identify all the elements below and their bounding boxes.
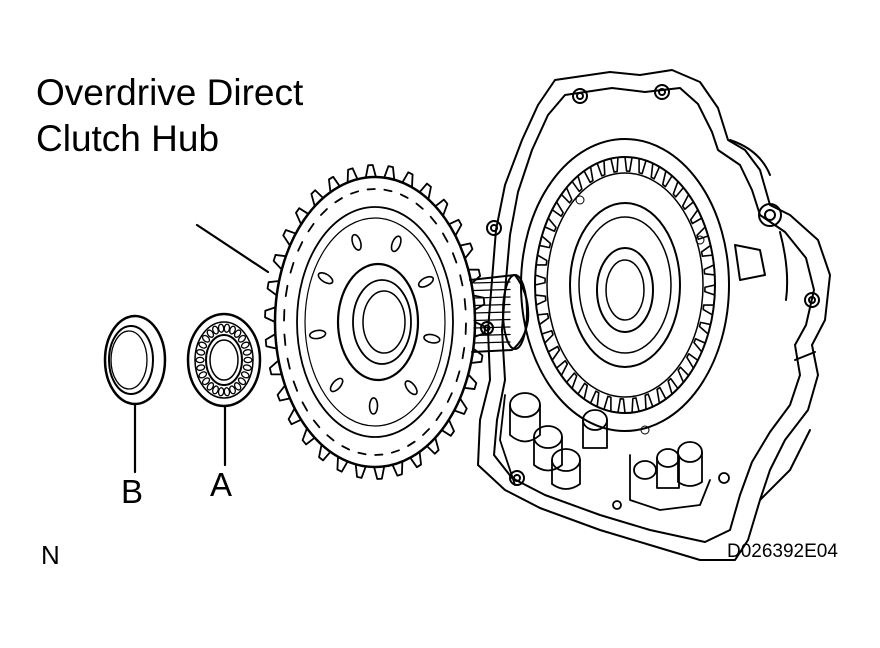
hub-slot xyxy=(403,379,419,396)
ring-gear-tooth xyxy=(552,202,563,216)
shaft-spline xyxy=(474,320,510,321)
hub-tooth-groove xyxy=(294,381,298,390)
hub-tooth-groove xyxy=(321,209,327,215)
hub-tooth-groove xyxy=(342,446,349,449)
ring-gear-tooth xyxy=(611,157,618,172)
hub-slot xyxy=(417,275,435,290)
callout-label-a: A xyxy=(210,466,232,504)
bearing-roller xyxy=(218,324,224,333)
hub-tooth-groove xyxy=(431,217,437,224)
hub-tooth-groove xyxy=(423,429,429,435)
valve-body-pistons xyxy=(500,393,729,510)
ring-gear-tooth xyxy=(668,379,678,395)
title-line-1: Overdrive Direct xyxy=(36,70,303,116)
hub-slot xyxy=(390,235,403,253)
hub-tooth-groove xyxy=(358,453,365,455)
figure-code: D026392E04 xyxy=(727,541,838,563)
bearing-roller xyxy=(244,357,252,362)
bearing-roller xyxy=(243,349,252,356)
ring-gear-tooth xyxy=(567,373,577,388)
hub-tooth-groove xyxy=(436,413,441,420)
callout-label-b: B xyxy=(121,473,143,511)
shaft-spline xyxy=(474,342,510,343)
hub-tooth-groove xyxy=(288,359,290,369)
transmission-case xyxy=(478,70,830,560)
shaft-spline xyxy=(474,282,510,283)
hub-tooth-groove xyxy=(286,286,288,296)
hub-tooth-groove xyxy=(327,435,333,440)
hub-tooth-groove xyxy=(460,275,462,285)
ring-gear-tooth xyxy=(618,399,625,413)
hub-tooth-groove xyxy=(408,442,415,446)
hub-slot xyxy=(328,376,345,393)
hub-tooth-groove xyxy=(351,191,358,193)
hub-slot xyxy=(309,329,326,339)
hub-tooth-groove xyxy=(416,204,422,209)
hub-tooth-groove xyxy=(314,420,320,427)
hub-tooth-groove xyxy=(284,334,285,345)
bearing-roller xyxy=(224,387,230,396)
hub-tooth xyxy=(366,165,376,178)
ring-gear-tooth xyxy=(683,194,694,209)
ring-gear-tooth xyxy=(535,275,545,285)
part-title: Overdrive Direct Clutch Hub xyxy=(36,70,303,162)
ring-gear-tooth xyxy=(632,398,639,413)
ring-gear-tooth xyxy=(561,188,571,203)
hub-tooth-groove xyxy=(335,198,342,202)
bearing-roller xyxy=(196,349,205,356)
hub-tooth-groove xyxy=(443,233,448,241)
hub-tooth-groove xyxy=(463,348,465,358)
orientation-mark: N xyxy=(41,540,60,571)
hub-slot xyxy=(369,398,377,414)
bearing-race-b xyxy=(105,316,165,404)
callout-leaders xyxy=(135,225,268,472)
bearing-roller xyxy=(243,364,252,371)
ring-gear-tooth xyxy=(625,157,632,171)
case-ring-gear xyxy=(521,139,729,434)
hub-tooth-groove xyxy=(302,402,307,410)
hub-tooth-groove xyxy=(291,263,294,273)
thrust-bearing-a xyxy=(188,314,260,406)
hub-tooth-groove xyxy=(465,299,466,310)
ring-gear-tooth xyxy=(572,176,582,192)
ring-gear-tooth xyxy=(678,367,688,382)
hub-tooth-groove xyxy=(298,242,302,251)
hub-slot xyxy=(350,234,363,252)
ring-gear-tooth xyxy=(557,361,568,376)
title-line-2: Clutch Hub xyxy=(36,116,303,162)
ring-gear-tooth xyxy=(687,354,698,368)
hub-slot xyxy=(317,271,335,286)
hub-tooth-groove xyxy=(308,224,313,231)
hub-tooth-groove xyxy=(457,371,460,381)
hub-tooth-groove xyxy=(448,393,452,402)
bearing-roller xyxy=(196,364,205,371)
hub-tooth-groove xyxy=(384,190,391,192)
hub-tooth-groove xyxy=(453,253,457,262)
ring-gear-tooth xyxy=(673,181,683,196)
ring-gear-tooth xyxy=(705,285,715,295)
hub-slot xyxy=(423,333,440,344)
hub-tooth-groove xyxy=(392,450,399,452)
bearing-roller xyxy=(196,357,204,362)
hub-tooth xyxy=(374,466,384,479)
hub-tooth-groove xyxy=(401,194,408,197)
shaft-spline xyxy=(474,312,510,313)
